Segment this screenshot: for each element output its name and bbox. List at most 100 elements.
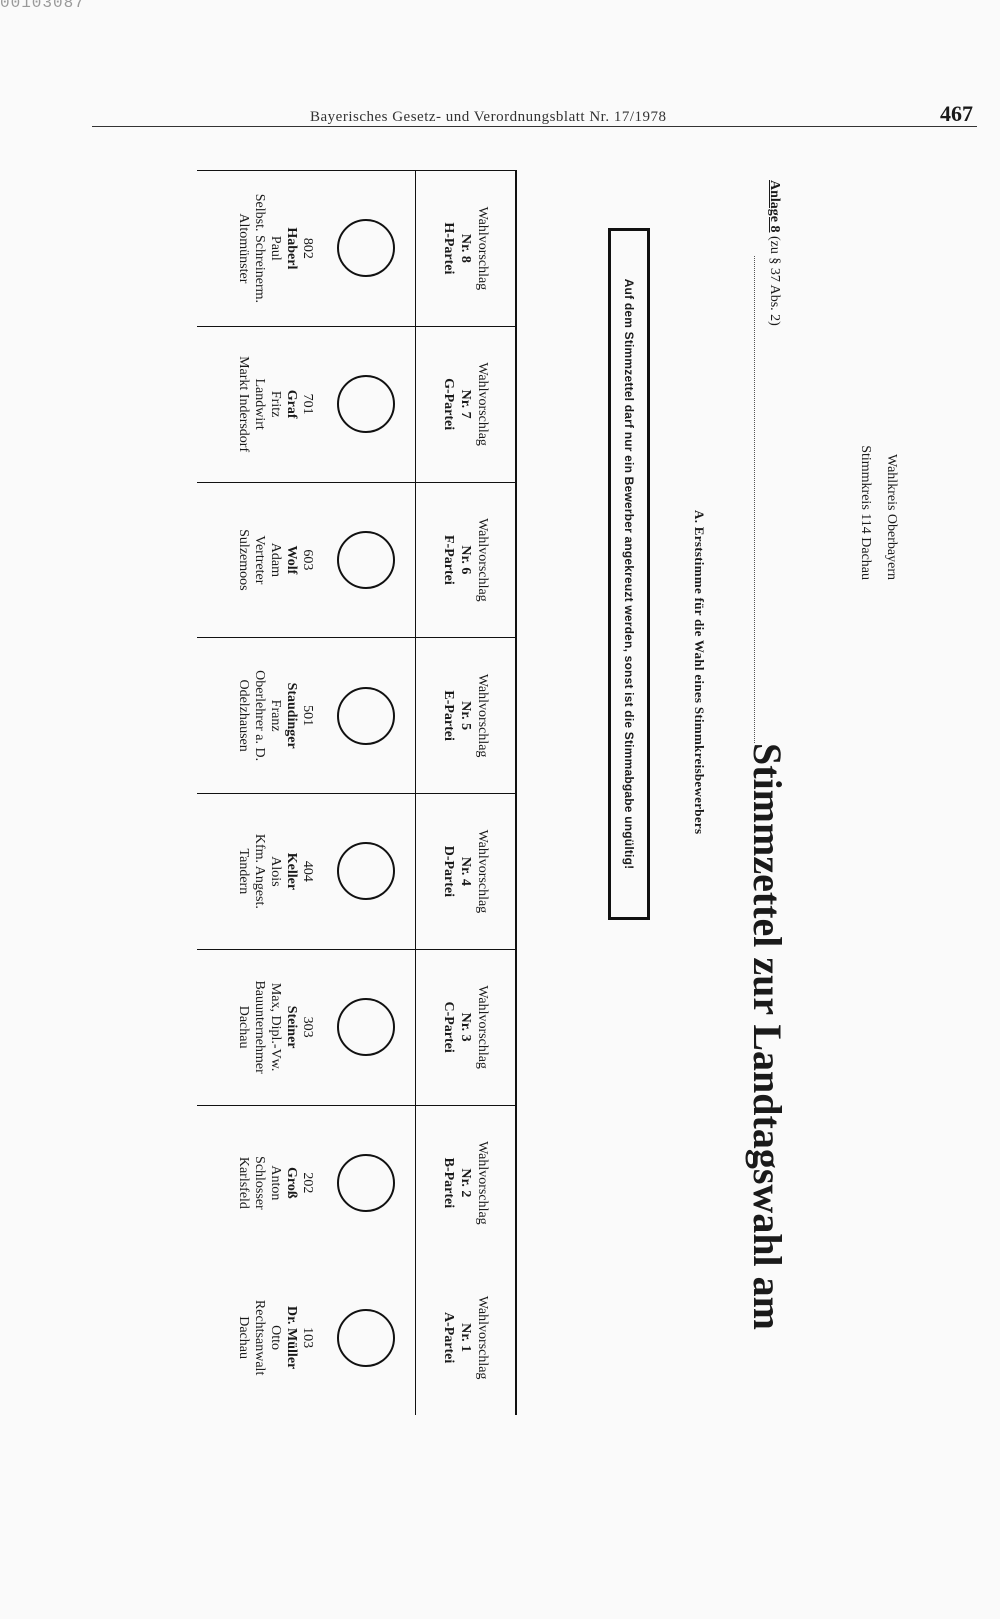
proposal-label: Wahlvorschlag (475, 829, 490, 914)
candidate-residence: Altomünster (236, 213, 251, 284)
proposal-number: Nr. 8 (458, 233, 473, 263)
date-dotted-line (754, 256, 755, 743)
proposal-label: Wahlvorschlag (475, 206, 490, 291)
candidate-occupation: Kfm. Angest. (252, 833, 267, 909)
vote-circle[interactable] (337, 686, 395, 745)
validity-notice: Auf dem Stimmzettel darf nur ein Bewerbe… (608, 228, 650, 920)
candidate-name: Steiner (284, 1005, 299, 1049)
candidate-name: Groß (284, 1167, 299, 1199)
candidate-residence: Karlsfeld (236, 1156, 251, 1209)
proposal-label: Wahlvorschlag (475, 985, 490, 1069)
proposal-number: Nr. 2 (458, 1168, 473, 1198)
candidate-occupation: Oberlehrer a. D. (252, 670, 267, 762)
candidate-residence: Odelzhausen (236, 679, 251, 752)
candidate-residence: Tandern (236, 848, 251, 895)
section-heading: A. Erststimme für die Wahl eines Stimmkr… (692, 510, 707, 835)
annex-label: Anlage 8 (767, 180, 782, 233)
vote-circle[interactable] (337, 530, 395, 589)
header-rule (92, 126, 977, 127)
candidate-name: Wolf (284, 545, 299, 575)
candidate-occupation: Rechtsanwalt (252, 1299, 267, 1376)
candidate-name: Staudinger (284, 682, 299, 749)
party-name: A-Partei (441, 1311, 456, 1364)
party-name: E-Partei (441, 690, 456, 741)
candidate-occupation: Bauunternehmer (252, 980, 267, 1074)
candidate-first-name: Franz (268, 699, 283, 732)
candidate-first-name: Alois (268, 856, 283, 887)
candidate-residence: Sulzemoos (236, 529, 251, 591)
candidate-name: Keller (284, 852, 299, 891)
candidate-occupation: Schlosser (252, 1156, 267, 1210)
candidate-name: Dr. Müller (284, 1306, 299, 1370)
proposal-label: Wahlvorschlag (475, 1141, 490, 1225)
proposal-number: Nr. 6 (458, 545, 473, 575)
page-number: 467 (940, 101, 973, 126)
vote-circle[interactable] (337, 842, 395, 901)
candidate-occupation: Vertreter (252, 535, 267, 585)
candidate-occupation: Landwirt (252, 378, 267, 430)
party-name: G-Partei (441, 378, 456, 431)
proposal-label: Wahlvorschlag (475, 362, 490, 446)
proposal-number: Nr. 1 (458, 1323, 473, 1353)
candidate-name: Haberl (284, 227, 299, 270)
running-head: Bayerisches Gesetz- und Verordnungsblatt… (310, 109, 667, 125)
candidate-number: 303 (300, 1016, 315, 1038)
vote-circle[interactable] (337, 1153, 395, 1212)
party-name: D-Partei (441, 845, 456, 898)
document-id: 00103087 (0, 0, 85, 12)
proposal-label: Wahlvorschlag (475, 1295, 490, 1380)
candidate-residence: Dachau (236, 1005, 251, 1049)
candidate-residence: Markt Indersdorf (236, 356, 251, 453)
vote-circle[interactable] (337, 375, 395, 434)
ballot-title: Stimmzettel zur Landtagswahl am (745, 743, 790, 1330)
vote-circle[interactable] (337, 1308, 395, 1367)
candidate-number: 501 (300, 705, 315, 727)
vote-circle[interactable] (337, 219, 395, 278)
candidate-number: 701 (300, 393, 315, 415)
proposal-number: Nr. 3 (458, 1012, 473, 1042)
region-line-1: Wahlkreis Oberbayern (884, 454, 899, 580)
candidate-first-name: Otto (268, 1325, 283, 1351)
candidate-number: 802 (300, 237, 315, 259)
proposal-label: Wahlvorschlag (475, 673, 490, 758)
candidate-first-name: Fritz (268, 390, 283, 418)
candidate-number: 404 (300, 860, 315, 882)
candidate-occupation: Selbst. Schreinerm. (252, 193, 267, 303)
ballot-sample: Wahlkreis Oberbayern Stimmkreis 114 Dach… (162, 170, 912, 1415)
party-name: B-Partei (441, 1157, 456, 1209)
title-row: Stimmzettel zur Landtagswahl am (744, 250, 824, 1330)
candidate-residence: Dachau (236, 1316, 251, 1359)
candidate-number: 202 (300, 1172, 315, 1194)
region-line-2: Stimmkreis 114 Dachau (858, 445, 873, 580)
proposal-number: Nr. 4 (458, 856, 473, 886)
vote-circle[interactable] (337, 998, 395, 1057)
proposal-label: Wahlvorschlag (475, 518, 490, 602)
candidate-first-name: Paul (268, 235, 283, 261)
candidate-number: 603 (300, 549, 315, 571)
candidate-first-name: Adam (268, 542, 283, 577)
proposal-number: Nr. 7 (458, 389, 473, 419)
party-name: H-Partei (441, 222, 456, 275)
